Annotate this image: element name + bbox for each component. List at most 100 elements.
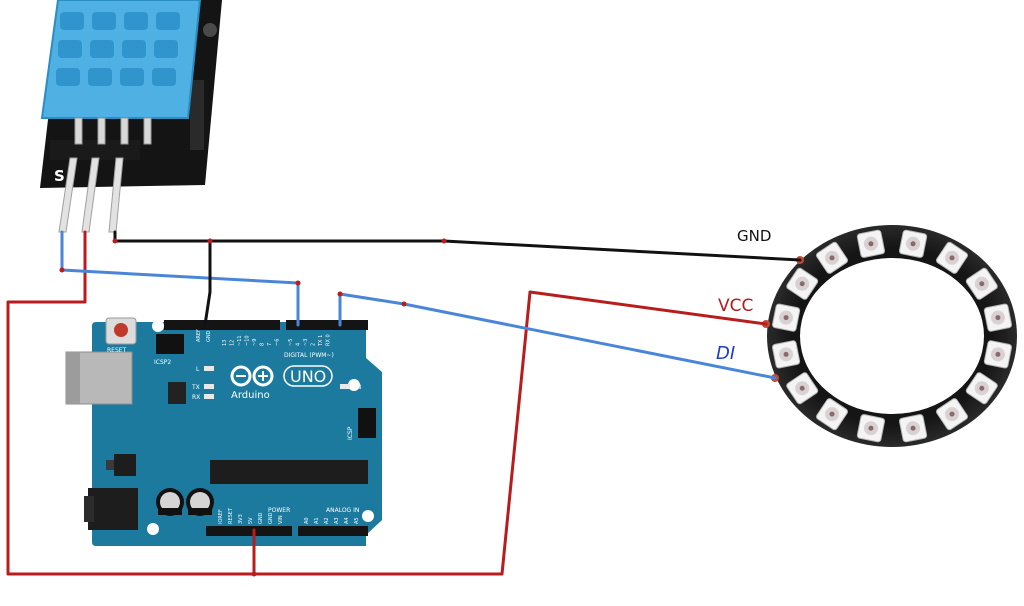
digital-pin-label: 12 [230, 340, 236, 346]
digital-pin-label: 8 [260, 343, 266, 346]
brand-label: Arduino [231, 390, 270, 401]
mount-hole [362, 510, 374, 522]
digital-header-right [286, 320, 368, 330]
digital-pin-label: 4 [296, 343, 302, 346]
arduino-logo [230, 365, 274, 387]
digital-pin-label: ~10 [245, 335, 251, 346]
analog-pin-label: A0 [304, 517, 310, 524]
wire-junctions [59, 238, 447, 577]
power-pin-label: RESET [228, 507, 234, 524]
analog-pin-label: A2 [324, 517, 330, 524]
mount-hole [147, 523, 159, 535]
sensor-legs [74, 117, 152, 145]
sensor-pcb-edge [190, 80, 204, 150]
ring-led [786, 267, 819, 300]
ring-led [856, 229, 886, 258]
ring-led [816, 241, 848, 274]
wire-vcc-ring [252, 290, 768, 576]
neopixel-ring [762, 225, 1017, 447]
led-tx [204, 384, 214, 389]
aref-label: AREF [196, 329, 202, 342]
wires [6, 230, 802, 576]
usb-chip [168, 382, 186, 404]
analog-pin-label: A5 [354, 517, 360, 524]
led-l [204, 366, 214, 371]
power-pin-label: IOREF [218, 509, 224, 524]
power-pin-label: GND [258, 512, 264, 524]
power-pin-label: 3V3 [238, 514, 244, 524]
vcc-label: VCC [718, 296, 753, 316]
gnd-label: GND [737, 227, 771, 245]
digital-pin-label: ~11 [237, 335, 243, 346]
analog-pin-label: A1 [314, 517, 320, 524]
ring-led [771, 340, 801, 369]
ring-led [771, 303, 801, 332]
power-pin-label: VIN [278, 515, 284, 524]
on-label: ON [352, 384, 361, 391]
capacitors [156, 488, 214, 516]
mount-hole [348, 379, 360, 391]
ring-led [786, 372, 819, 405]
ring-led [936, 398, 968, 431]
digital-pin-label: 13 [222, 340, 228, 346]
di-label: DI [716, 343, 735, 364]
analog-pin-labels: A0 A1 A2 A3 A4 A5 [304, 517, 360, 524]
digital-pin-label: ~5 [288, 339, 294, 346]
digital-header-left [164, 320, 280, 330]
icsp2-label: ICSP2 [154, 359, 171, 366]
sensor-grille [56, 12, 180, 86]
sensor-pin-marker: S [54, 167, 65, 185]
digital-pin-label: 7 [267, 343, 273, 346]
reset-button-cap [114, 323, 128, 337]
ring-led [898, 414, 928, 443]
ring-led [898, 229, 928, 258]
wire-data-ring [338, 292, 777, 380]
ring-led [965, 372, 998, 405]
analog-pin-label: A4 [344, 517, 350, 524]
mount-hole [152, 320, 164, 332]
power-pin-label: 5V [248, 517, 254, 524]
reset-label: RESET [107, 347, 127, 354]
ring-led [965, 267, 998, 300]
ring-led [816, 398, 848, 431]
icsp2-header [156, 334, 184, 354]
power-label: POWER [268, 507, 290, 514]
sensor-header [50, 140, 140, 160]
ring-inner [800, 258, 984, 414]
led-rx [204, 394, 214, 399]
voltage-regulator [114, 454, 136, 476]
uno-badge [283, 365, 333, 387]
dht11-sensor-module: S [40, 0, 222, 233]
led-on [340, 384, 350, 389]
digital-pin-label: RX 0 [326, 334, 332, 346]
digital-pin-label: ~3 [303, 339, 309, 346]
digital-label: DIGITAL (PWM~) [284, 352, 334, 359]
wire-gnd [113, 230, 802, 262]
uno-label: UNO [290, 367, 326, 386]
digital-pin-label: TX 1 [318, 335, 324, 347]
ring-led [983, 340, 1013, 369]
gnd-top-label: GND [206, 330, 212, 342]
analog-in-label: ANALOG IN [326, 507, 359, 514]
analog-pin-label: A3 [334, 517, 340, 524]
power-pin-labels: IOREF RESET 3V3 5V GND GND VIN [218, 507, 284, 524]
analog-header [298, 526, 368, 536]
sensor-mount-hole [203, 23, 217, 37]
led-l-label: L [196, 366, 200, 373]
ring-led [856, 414, 886, 443]
power-pin-label: GND [268, 512, 274, 524]
atmega-chip [210, 460, 368, 484]
led-rx-label: RX [192, 394, 200, 401]
icsp-label: ICSP [347, 426, 354, 440]
power-jack [88, 488, 138, 530]
led-tx-label: TX [191, 384, 200, 391]
ring-led [936, 241, 968, 274]
wire-data-sensor [60, 230, 300, 327]
digital-pin-label: ~9 [252, 339, 258, 346]
wire-gnd-board [203, 239, 212, 327]
ring-led [983, 303, 1013, 332]
